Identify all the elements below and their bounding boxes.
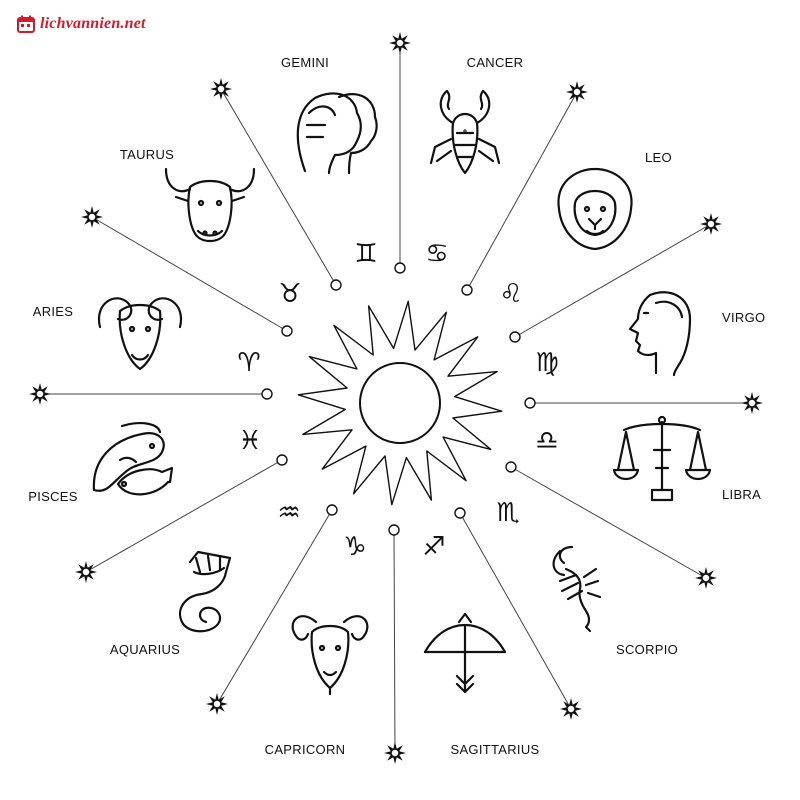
sign-glyph-scorpio: ♏ [496,498,519,528]
sign-glyph-taurus: ♉ [278,279,301,309]
ray-line [85,459,283,573]
ray-line [510,466,707,579]
logo-text: lichvannien.net [40,15,146,32]
sign-label-virgo: VIRGO [722,310,765,325]
taurus-icon [164,167,256,243]
ray-line [91,216,288,332]
ray-line [216,509,333,705]
ray-node [330,279,342,291]
sign-glyphs: ♊ ♋ ♌ ♍ ♎ ♏ ♐ ♑ ♒ ♓ ♈ ♉ [237,239,558,562]
star-icon [741,392,763,414]
sign-glyph-virgo: ♍ [535,348,558,378]
ray-node [524,397,536,409]
ray-line [514,223,712,338]
star-icon [75,561,97,583]
sign-glyph-cancer: ♋ [425,239,448,269]
ray-node [505,461,517,473]
sign-label-leo: LEO [645,150,672,165]
sign-glyph-leo: ♌ [499,279,522,309]
ray-node [394,262,406,274]
ray-line [466,91,578,291]
sign-label-scorpio: SCORPIO [616,642,678,657]
sign-glyph-gemini: ♊ [354,239,377,269]
star-icon [560,698,582,720]
star-icon [81,206,103,228]
sign-glyph-aries: ♈ [237,348,260,378]
star-icon [566,81,588,103]
ray-node [261,388,273,400]
star-icon [210,78,232,100]
sign-glyph-capricorn: ♑ [343,532,366,562]
star-icon [700,213,722,235]
aquarius-icon [178,550,232,633]
sun-icon [297,300,503,506]
star-icon [206,693,228,715]
sign-label-aquarius: AQUARIUS [110,642,180,657]
sign-label-taurus: TAURUS [120,147,174,162]
ray-node [276,454,288,466]
leo-icon [557,167,633,251]
ray-node [326,504,338,516]
sign-label-cancer: CANCER [467,55,524,70]
ray-node [509,331,521,343]
sign-illustrations [92,89,712,696]
ray-node [454,507,466,519]
libra-icon [612,415,712,502]
capricorn-icon [291,615,369,696]
sign-label-sagittarius: SAGITTARIUS [450,742,539,757]
ray-layer [29,32,763,764]
scorpio-icon [552,545,602,633]
sign-labels: GEMINI CANCER LEO VIRGO LIBRA SCORPIO SAGITTAR… [28,55,765,757]
sign-glyph-libra: ♎ [535,426,558,456]
ray-line [393,529,396,754]
sign-glyph-aquarius: ♒ [277,498,300,528]
gemini-icon [296,92,378,175]
virgo-icon [628,291,692,377]
sign-label-aries: ARIES [33,304,74,319]
sign-label-gemini: GEMINI [281,55,329,70]
star-icon [384,742,406,764]
ray-line [220,88,337,286]
calendar-icon [17,15,35,33]
sign-glyph-pisces: ♓ [238,426,261,456]
ray-line [459,512,572,710]
cancer-icon [429,89,501,175]
sign-label-libra: LIBRA [722,487,761,502]
pisces-icon [92,422,174,496]
star-icon [389,32,411,54]
ray-node [388,524,400,536]
ray-node [281,325,293,337]
site-logo[interactable]: lichvannien.net [16,14,146,34]
ray-node [461,284,473,296]
aries-icon [97,297,183,371]
sagittarius-icon [423,612,507,694]
star-icon [29,383,51,405]
star-icon [695,567,717,589]
sign-label-pisces: PISCES [28,489,78,504]
sign-label-capricorn: CAPRICORN [265,742,346,757]
sign-glyph-sagittarius: ♐ [422,532,445,562]
